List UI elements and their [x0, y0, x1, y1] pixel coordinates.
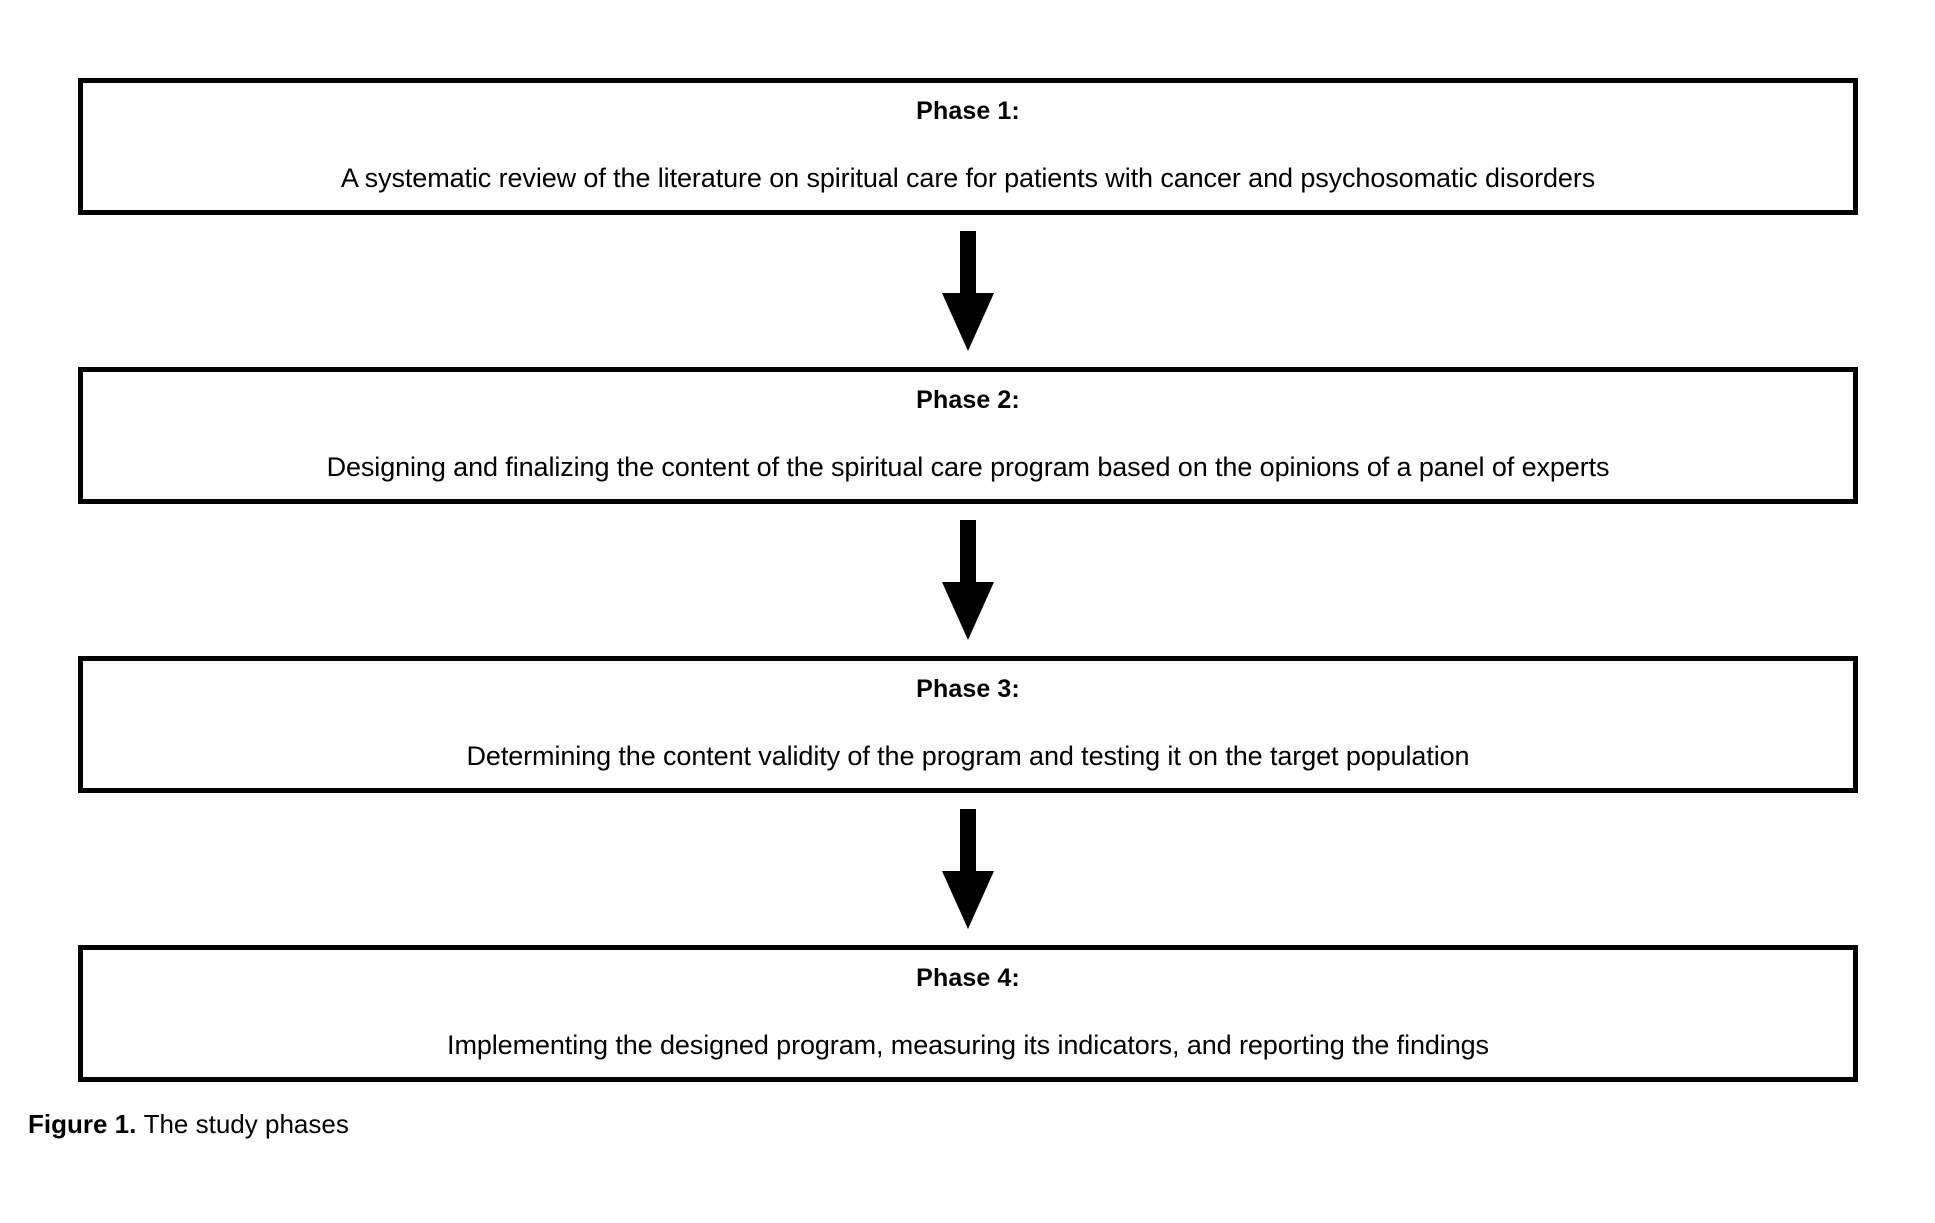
down-arrow-icon — [942, 809, 994, 929]
phase-box-2: Phase 2: Designing and finalizing the co… — [78, 367, 1858, 504]
phase-description-4: Implementing the designed program, measu… — [447, 1029, 1489, 1060]
phase-title-2: Phase 2: — [916, 386, 1020, 414]
figure-caption: Figure 1. The study phases — [28, 1108, 349, 1141]
phase-title-3: Phase 3: — [916, 675, 1020, 703]
arrow-connector-3-to-4 — [78, 793, 1858, 945]
phase-box-3: Phase 3: Determining the content validit… — [78, 656, 1858, 793]
phase-box-4: Phase 4: Implementing the designed progr… — [78, 945, 1858, 1082]
figure-caption-text: The study phases — [143, 1109, 349, 1139]
phase-title-4: Phase 4: — [916, 964, 1020, 992]
figure-caption-label: Figure 1. — [28, 1109, 137, 1139]
phase-description-3: Determining the content validity of the … — [466, 740, 1470, 771]
down-arrow-icon — [942, 231, 994, 351]
phase-description-2: Designing and finalizing the content of … — [326, 451, 1610, 482]
flowchart: Phase 1: A systematic review of the lite… — [78, 78, 1858, 1082]
arrow-connector-1-to-2 — [78, 215, 1858, 367]
phase-title-1: Phase 1: — [916, 97, 1020, 125]
phase-description-1: A systematic review of the literature on… — [340, 162, 1596, 193]
arrow-connector-2-to-3 — [78, 504, 1858, 656]
phase-box-1: Phase 1: A systematic review of the lite… — [78, 78, 1858, 215]
down-arrow-icon — [942, 520, 994, 640]
